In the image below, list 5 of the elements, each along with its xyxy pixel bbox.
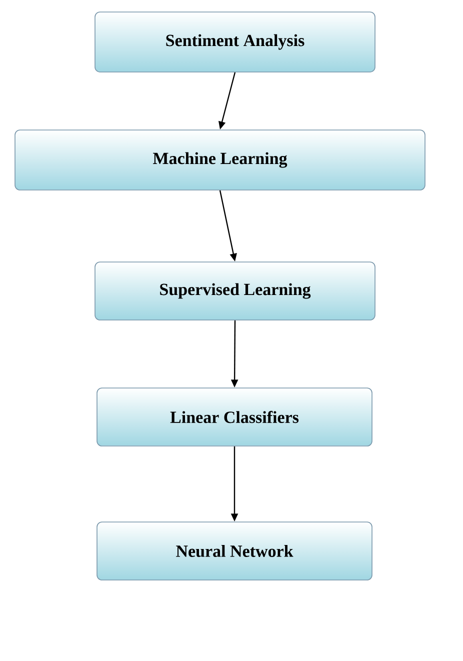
process-box: Sentiment Analysis xyxy=(94,12,376,72)
process-box: Neural Network xyxy=(96,522,372,580)
process-box: Linear Classifiers xyxy=(96,388,372,446)
process-box: Supervised Learning xyxy=(94,262,376,320)
process-box: Machine Learning xyxy=(14,130,426,190)
